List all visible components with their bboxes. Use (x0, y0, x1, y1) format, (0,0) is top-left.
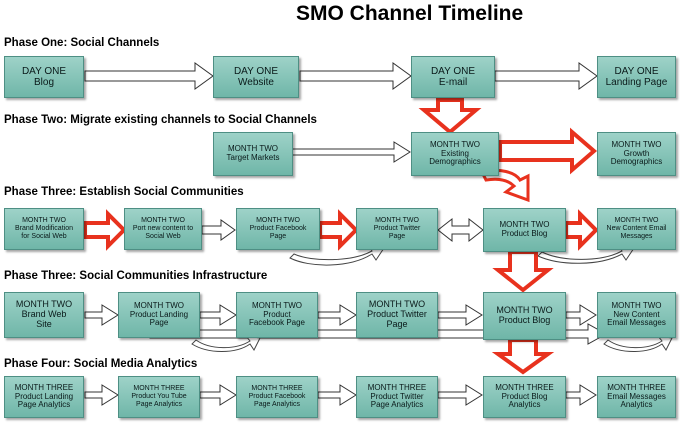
node-brand-web-site: MONTH TWO Brand Web Site (4, 292, 84, 338)
white-arrow (565, 304, 597, 326)
white-arrow-double (437, 217, 484, 243)
node-new-content-email-infra: MONTH TWO New Content Email Messages (597, 292, 676, 338)
phase-label-three-infrastructure: Phase Three: Social Communities Infrastr… (4, 270, 268, 282)
node-label: DAY ONE Landing Page (605, 66, 668, 88)
node-label: MONTH TWO New Content Email Messages (606, 217, 667, 240)
curved-grey-arrow (191, 335, 261, 352)
red-arrow-curved (479, 168, 530, 203)
white-arrow (291, 141, 411, 163)
white-arrow (494, 62, 598, 90)
white-arrow (317, 304, 357, 326)
white-arrow (437, 304, 483, 326)
node-day-one-blog: DAY ONE Blog (4, 56, 84, 98)
node-label: MONTH TWO New Content Email Messages (607, 300, 666, 328)
node-label: MONTH THREE Product Twitter Page Analyti… (367, 382, 427, 410)
node-label: MONTH TWO Product Blog (496, 305, 553, 325)
red-arrow-right (498, 127, 598, 175)
node-product-facebook-page: MONTH TWO Product Facebook Page (236, 208, 320, 250)
node-facebook-analytics: MONTH THREE Product Facebook Page Analyt… (236, 376, 318, 418)
node-day-one-email: DAY ONE E-mail (411, 56, 495, 98)
node-label: MONTH TWO Growth Demographics (610, 139, 663, 167)
node-target-markets: MONTH TWO Target Markets (213, 132, 293, 176)
node-brand-modification: MONTH TWO Brand Modification for Social … (4, 208, 84, 250)
node-label: MONTH TWO Product Twitter Page (367, 299, 427, 329)
white-arrow (437, 384, 483, 406)
red-arrow-down (491, 338, 555, 375)
node-label: MONTH THREE Product You Tube Page Analyt… (131, 385, 187, 408)
node-product-facebook-page-infra: MONTH TWO Product Facebook Page (236, 292, 318, 338)
node-label: DAY ONE E-mail (430, 66, 476, 88)
node-youtube-analytics: MONTH THREE Product You Tube Page Analyt… (118, 376, 200, 418)
node-label: MONTH TWO Product Blog (499, 220, 550, 238)
node-label: MONTH TWO Brand Modification for Social … (15, 217, 73, 240)
node-growth-demographics: MONTH TWO Growth Demographics (597, 132, 676, 176)
node-label: MONTH TWO Brand Web Site (15, 299, 73, 329)
node-label: MONTH TWO Product Landing Page (129, 300, 189, 328)
node-label: MONTH THREE Product Landing Page Analyti… (14, 382, 74, 410)
node-product-landing-page: MONTH TWO Product Landing Page (118, 292, 200, 338)
node-day-one-website: DAY ONE Website (213, 56, 299, 98)
node-label: MONTH TWO Product Facebook Page (249, 217, 307, 240)
page-title: SMO Channel Timeline (296, 2, 524, 25)
node-label: MONTH TWO Product Twitter Page (373, 217, 421, 240)
node-label: MONTH TWO Port new content to Social Web (132, 217, 194, 240)
node-email-analytics: MONTH THREE Email Messages Analytics (597, 376, 676, 418)
white-arrow (201, 219, 236, 241)
white-arrow (84, 304, 119, 326)
phase-label-four: Phase Four: Social Media Analytics (4, 358, 198, 370)
red-arrow-down (418, 98, 482, 135)
red-arrow-right (564, 209, 599, 251)
node-landing-page-analytics: MONTH THREE Product Landing Page Analyti… (4, 376, 84, 418)
red-arrow-down (492, 250, 554, 293)
node-label: MONTH TWO Existing Demographics (429, 139, 481, 167)
white-arrow (199, 384, 237, 406)
node-blog-analytics: MONTH THREE Product Blog Analytics (483, 376, 566, 418)
node-product-blog-infra: MONTH TWO Product Blog (483, 292, 566, 340)
node-label: MONTH TWO Target Markets (226, 144, 280, 162)
node-twitter-analytics: MONTH THREE Product Twitter Page Analyti… (356, 376, 438, 418)
red-arrow-right (318, 209, 359, 251)
curved-grey-arrow (603, 335, 673, 352)
node-port-content: MONTH TWO Port new content to Social Web (124, 208, 202, 250)
white-arrow (199, 304, 237, 326)
node-label: MONTH THREE Product Facebook Page Analyt… (248, 385, 306, 408)
white-arrow (299, 62, 412, 90)
node-new-content-email: MONTH TWO New Content Email Messages (597, 208, 676, 250)
white-arrow (84, 384, 119, 406)
node-label: MONTH THREE Product Blog Analytics (495, 382, 554, 410)
phase-label-two: Phase Two: Migrate existing channels to … (4, 114, 317, 126)
node-product-blog: MONTH TWO Product Blog (483, 208, 566, 252)
node-product-twitter-page: MONTH TWO Product Twitter Page (356, 208, 438, 250)
red-arrow-right (83, 209, 127, 251)
phase-label-one: Phase One: Social Channels (4, 37, 160, 49)
node-existing-demographics: MONTH TWO Existing Demographics (411, 132, 499, 176)
node-label: MONTH THREE Email Messages Analytics (607, 382, 666, 410)
node-label: DAY ONE Blog (21, 66, 67, 88)
phase-label-three: Phase Three: Establish Social Communitie… (4, 186, 244, 198)
node-label: DAY ONE Website (233, 66, 279, 88)
white-arrow (84, 62, 214, 90)
node-day-one-landing-page: DAY ONE Landing Page (597, 56, 676, 98)
node-product-twitter-page-infra: MONTH TWO Product Twitter Page (356, 292, 438, 338)
node-label: MONTH TWO Product Facebook Page (248, 300, 306, 328)
white-arrow (317, 384, 357, 406)
white-arrow (565, 384, 597, 406)
